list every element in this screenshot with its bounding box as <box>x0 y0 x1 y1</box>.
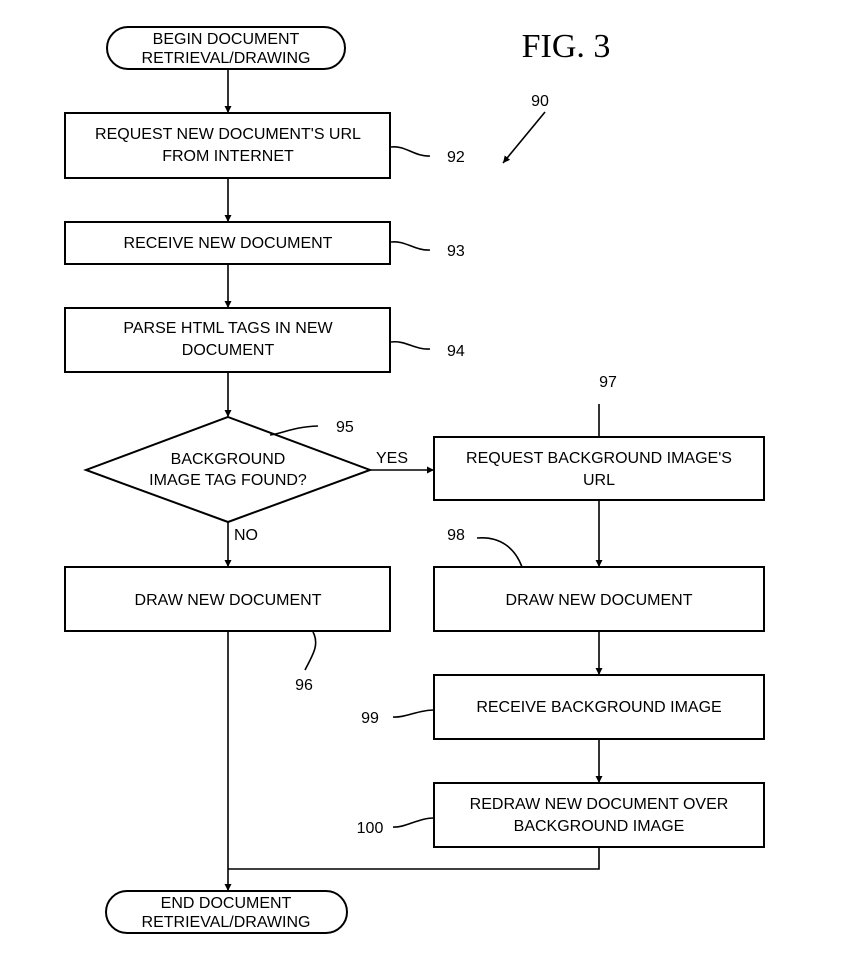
end-terminal: END DOCUMENT RETRIEVAL/DRAWING <box>105 890 348 934</box>
ref-92-label: 92 <box>447 149 465 166</box>
step-100-line2: BACKGROUND IMAGE <box>514 818 685 835</box>
figure-title: FIG. 3 <box>522 28 611 65</box>
ref-100-leader <box>392 817 435 828</box>
step-93-line1: RECEIVE NEW DOCUMENT <box>124 235 333 252</box>
step-redraw-over-background: REDRAW NEW DOCUMENT OVER BACKGROUND IMAG… <box>433 782 765 848</box>
step-92-line1: REQUEST NEW DOCUMENT'S URL <box>95 126 361 143</box>
step-parse-html-tags: PARSE HTML TAGS IN NEW DOCUMENT <box>64 307 391 373</box>
step-draw-new-document-left: DRAW NEW DOCUMENT <box>64 566 391 632</box>
step-receive-background-image: RECEIVE BACKGROUND IMAGE <box>433 674 765 740</box>
step-receive-new-document: RECEIVE NEW DOCUMENT <box>64 221 391 265</box>
decision-95-line1: BACKGROUND <box>171 451 286 468</box>
step-97-line2: URL <box>583 472 615 489</box>
step-94-line1: PARSE HTML TAGS IN NEW <box>123 320 333 337</box>
begin-terminal-line1: BEGIN DOCUMENT <box>153 31 300 48</box>
ref-94-label: 94 <box>447 343 465 360</box>
step-99-line1: RECEIVE BACKGROUND IMAGE <box>476 699 721 716</box>
ref-98-label: 98 <box>447 527 465 544</box>
ref-99-leader <box>392 709 435 718</box>
step-98-line1: DRAW NEW DOCUMENT <box>506 592 693 609</box>
step-94-line2: DOCUMENT <box>182 342 275 359</box>
ref-95-label: 95 <box>336 419 354 436</box>
ref-93-leader <box>390 241 431 251</box>
step-96-line1: DRAW NEW DOCUMENT <box>135 592 322 609</box>
decision-yes-label: YES <box>376 450 408 467</box>
step-92-line2: FROM INTERNET <box>162 148 294 165</box>
decision-no-label: NO <box>234 527 258 544</box>
end-terminal-line2: RETRIEVAL/DRAWING <box>142 914 311 931</box>
decision-95-line2: IMAGE TAG FOUND? <box>149 472 307 489</box>
end-terminal-line1: END DOCUMENT <box>161 895 292 912</box>
ref-96-label: 96 <box>295 677 313 694</box>
begin-terminal-line2: RETRIEVAL/DRAWING <box>142 50 311 67</box>
ref-92-leader <box>390 146 431 157</box>
step-100-line1: REDRAW NEW DOCUMENT OVER <box>470 796 729 813</box>
step-97-line1: REQUEST BACKGROUND IMAGE'S <box>466 450 732 467</box>
step-request-background-image-url: REQUEST BACKGROUND IMAGE'S URL <box>433 436 765 501</box>
ref-97-label: 97 <box>599 374 617 391</box>
ref-94-leader <box>390 340 431 350</box>
step-draw-new-document-right: DRAW NEW DOCUMENT <box>433 566 765 632</box>
ref-100-label: 100 <box>357 820 384 837</box>
ref-99-label: 99 <box>361 710 379 727</box>
ref-95-leader <box>269 425 319 436</box>
decision-background-image-tag: BACKGROUND IMAGE TAG FOUND? <box>83 415 373 524</box>
begin-terminal: BEGIN DOCUMENT RETRIEVAL/DRAWING <box>106 26 346 70</box>
step-request-document-url: REQUEST NEW DOCUMENT'S URL FROM INTERNET <box>64 112 391 179</box>
figure-ref-arrow <box>502 111 546 164</box>
ref-96-leader <box>304 631 317 671</box>
figure-ref-label: 90 <box>531 93 549 110</box>
ref-93-label: 93 <box>447 243 465 260</box>
flow-100-to-join <box>228 847 600 870</box>
ref-98-leader <box>476 537 523 568</box>
